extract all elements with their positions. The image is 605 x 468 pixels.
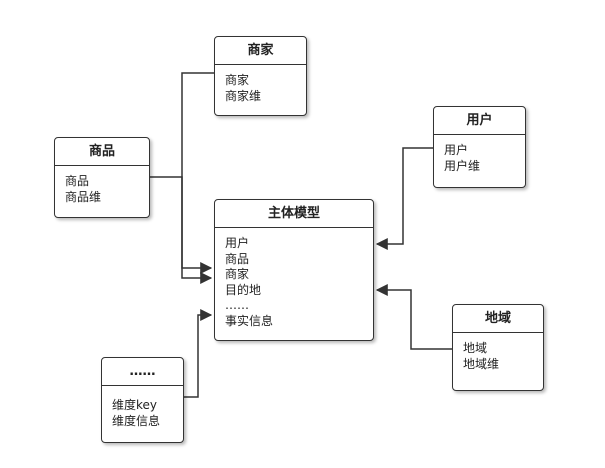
- entity-product[interactable]: 商品 商品 商品维: [54, 137, 150, 218]
- entity-field: 维度key: [112, 398, 158, 412]
- entity-merchant-title: 商家: [215, 37, 306, 65]
- entity-field: 地域维: [463, 356, 500, 371]
- entity-field: 商家维: [225, 88, 262, 103]
- entity-product-title: 商品: [55, 138, 149, 166]
- entity-field: 商品: [225, 251, 250, 266]
- entity-user-fields: 用户 用户维: [434, 135, 525, 174]
- entity-field: 目的地: [225, 282, 262, 297]
- entity-field: 商品: [65, 174, 90, 188]
- entity-field: 事实信息: [225, 313, 274, 328]
- entity-field: ……: [225, 298, 249, 312]
- entity-field: 用户: [444, 143, 469, 157]
- entity-generic-dimension-fields: 维度key 维度信息: [102, 386, 183, 429]
- connector-user-to-main: [375, 147, 433, 250]
- entity-user[interactable]: 用户 用户 用户维: [433, 106, 526, 188]
- entity-user-title: 用户: [434, 107, 525, 135]
- entity-main-model-fields: 用户 商品 商家 目的地 …… 事实信息: [215, 228, 373, 329]
- connector-merchant-to-main: [181, 72, 214, 274]
- entity-field: 商家: [225, 73, 250, 87]
- entity-merchant-fields: 商家 商家维: [215, 65, 306, 104]
- connector-other-to-main: [184, 309, 213, 398]
- entity-field: 用户: [225, 236, 250, 250]
- entity-product-fields: 商品 商品维: [55, 166, 149, 205]
- entity-main-model-title: 主体模型: [215, 200, 373, 228]
- entity-generic-dimension[interactable]: …… 维度key 维度信息: [101, 357, 184, 443]
- entity-main-model[interactable]: 主体模型 用户 商品 商家 目的地 …… 事实信息: [214, 199, 374, 341]
- entity-region[interactable]: 地域 地域 地域维: [452, 304, 544, 391]
- entity-field: 商家: [225, 267, 250, 281]
- entity-field: 维度信息: [112, 413, 161, 428]
- entity-field: 用户维: [444, 158, 481, 173]
- entity-region-title: 地域: [453, 305, 543, 333]
- entity-field: 地域: [463, 341, 488, 355]
- entity-region-fields: 地域 地域维: [453, 333, 543, 372]
- connector-product-to-main: [150, 176, 213, 284]
- entity-generic-dimension-title: ……: [102, 358, 183, 386]
- connector-region-to-main: [375, 284, 452, 350]
- entity-field: 商品维: [65, 189, 102, 204]
- entity-merchant[interactable]: 商家 商家 商家维: [214, 36, 307, 116]
